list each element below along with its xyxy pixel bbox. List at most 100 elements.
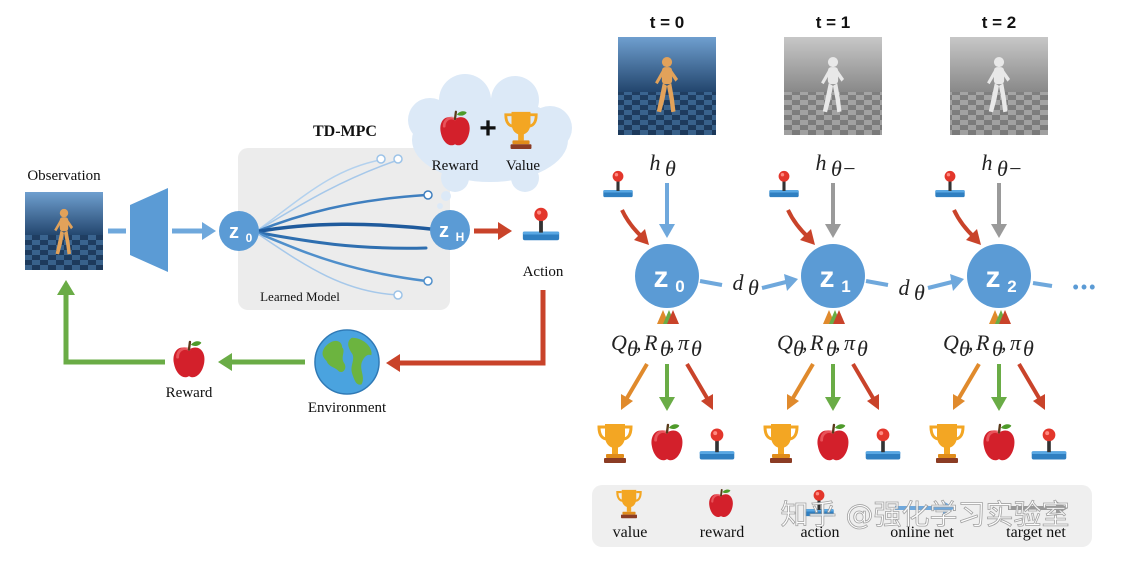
svg-text:z: z — [820, 261, 835, 294]
value-trophy-icon — [763, 422, 799, 464]
action-input-joystick-icon — [769, 170, 799, 198]
svg-text:θ: θ — [660, 336, 671, 361]
timestep-frame-image — [950, 37, 1048, 135]
reward-label: Reward — [166, 385, 213, 401]
reward-to-observation-arrow — [63, 295, 165, 365]
reward-apple-icon — [816, 422, 850, 462]
action-joystick-icon — [522, 207, 560, 241]
svg-text:online net: online net — [890, 524, 954, 541]
legend-item-reward: reward — [700, 488, 744, 541]
svg-text:R: R — [643, 330, 658, 355]
svg-text:0: 0 — [675, 277, 684, 296]
svg-text:0: 0 — [246, 231, 253, 245]
zh-node: z H — [430, 210, 470, 250]
svg-text:θ: θ — [857, 336, 868, 361]
svg-text:h: h — [816, 150, 827, 175]
svg-text:θ: θ — [793, 336, 804, 361]
cloud-value-label: Value — [506, 158, 540, 174]
svg-text:d: d — [899, 275, 911, 300]
value-trophy-icon — [929, 422, 965, 464]
td-mpc-title: TD-MPC — [313, 123, 377, 140]
timestep-label: t = 2 — [982, 13, 1017, 32]
svg-text:Q: Q — [943, 330, 959, 355]
svg-text:,: , — [968, 330, 974, 355]
learned-model-label: Learned Model — [260, 289, 340, 304]
legend-item-value: value — [613, 488, 648, 541]
observation-label: Observation — [27, 168, 101, 184]
action-label: Action — [523, 264, 564, 280]
svg-text:θ: θ — [748, 275, 759, 300]
svg-text:z: z — [439, 220, 449, 242]
svg-text:θ: θ — [959, 336, 970, 361]
value-output-arrow — [957, 362, 981, 400]
svg-text:target net: target net — [1006, 524, 1066, 541]
action-joystick-icon — [699, 428, 735, 460]
timestep-label: t = 0 — [650, 13, 685, 32]
value-output-arrow — [625, 362, 649, 400]
learned-model-box — [238, 148, 450, 310]
reward-apple-icon — [650, 422, 684, 462]
action-output-arrow — [1017, 362, 1041, 400]
legend-item-action: action — [800, 489, 840, 541]
svg-text:action: action — [800, 524, 839, 541]
svg-text:reward: reward — [700, 524, 744, 541]
svg-text:z: z — [986, 261, 1001, 294]
svg-text:1: 1 — [841, 277, 850, 296]
svg-text:h: h — [982, 150, 993, 175]
cloud-plus: + — [479, 112, 497, 145]
z0-node: z 0 — [219, 211, 259, 251]
svg-text:θ: θ — [627, 336, 638, 361]
svg-text:θ: θ — [691, 336, 702, 361]
encoder-trapezoid — [130, 188, 168, 272]
action-input-joystick-icon — [935, 170, 965, 198]
svg-text:R: R — [809, 330, 824, 355]
svg-text:π: π — [1010, 330, 1022, 355]
svg-text:θ: θ — [826, 336, 837, 361]
timestep-label: t = 1 — [816, 13, 851, 32]
observation-image — [25, 192, 103, 270]
environment-globe-icon — [314, 329, 380, 395]
svg-text:θ: θ — [1023, 336, 1034, 361]
svg-text:d: d — [733, 270, 745, 295]
dynamics-label-0-1: d θ — [733, 270, 760, 300]
trajectory-endpoints — [376, 154, 433, 300]
svg-text:R: R — [975, 330, 990, 355]
svg-text:Q: Q — [611, 330, 627, 355]
svg-text:2: 2 — [1007, 277, 1016, 296]
svg-text:H: H — [456, 230, 465, 244]
svg-text:z: z — [229, 221, 239, 243]
reward-apple-icon — [982, 422, 1016, 462]
svg-text:,: , — [802, 330, 808, 355]
environment-label: Environment — [308, 400, 387, 416]
dynamics-arrow-0-1 — [699, 274, 798, 291]
svg-text:π: π — [678, 330, 690, 355]
svg-text:θ: θ — [665, 156, 676, 181]
action-output-arrow — [851, 362, 875, 400]
action-input-joystick-icon — [603, 170, 633, 198]
dynamics-label-1-2: d θ — [899, 275, 926, 305]
cloud-reward-label: Reward — [432, 158, 479, 174]
action-to-environment-arrow — [400, 290, 546, 366]
timestep-frame-image — [618, 37, 716, 135]
svg-text:,: , — [835, 330, 841, 355]
svg-text:z: z — [654, 261, 669, 294]
value-output-arrow — [791, 362, 815, 400]
timestep-frame-image — [784, 37, 882, 135]
svg-text:h: h — [650, 150, 661, 175]
planned-trajectories — [253, 159, 442, 296]
legend-item-target-net: target net — [1006, 501, 1068, 541]
svg-text:value: value — [613, 524, 648, 541]
action-output-arrow — [685, 362, 709, 400]
watermark: 知乎 @强化学习实验室 — [781, 498, 1070, 531]
